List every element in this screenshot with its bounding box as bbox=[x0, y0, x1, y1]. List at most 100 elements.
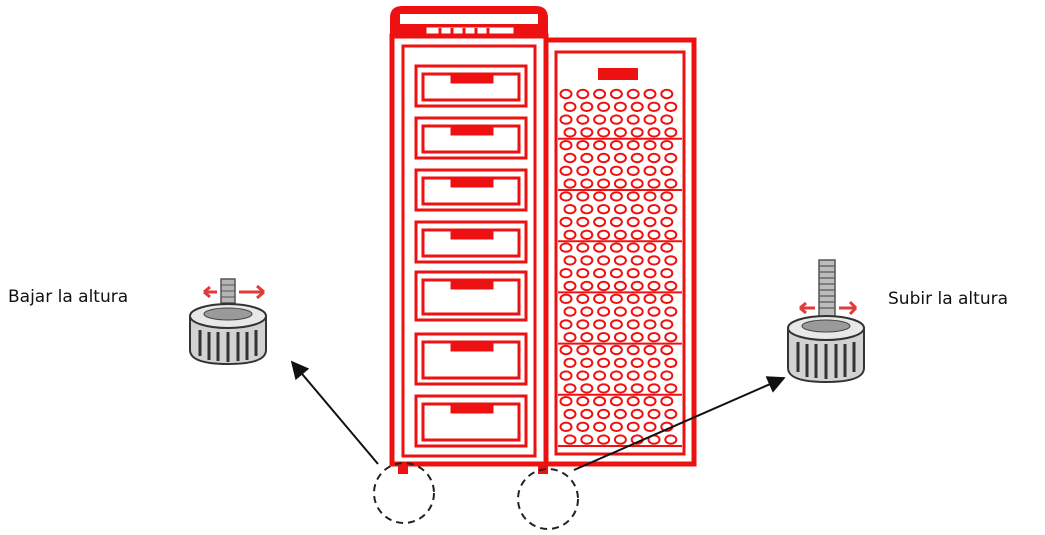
bottle-slot bbox=[597, 229, 611, 241]
bottle-slot bbox=[626, 319, 640, 330]
bottle-slot bbox=[597, 332, 611, 343]
bottle-slot bbox=[626, 165, 640, 177]
bottle-slot bbox=[580, 101, 594, 113]
adjustable-foot-raised-icon bbox=[787, 259, 865, 384]
bottle-slot bbox=[613, 255, 627, 266]
bottle-slot bbox=[593, 319, 607, 330]
bottle-slot bbox=[664, 280, 678, 292]
bottle-slot bbox=[647, 152, 661, 164]
bottle-slot bbox=[593, 242, 607, 253]
bottle-slot bbox=[563, 204, 577, 215]
bottle-slot bbox=[630, 229, 644, 241]
bottle-slot bbox=[576, 293, 590, 304]
bottle-slot bbox=[563, 255, 577, 266]
bottle-slot bbox=[593, 165, 607, 177]
bottle-slot bbox=[613, 152, 627, 164]
bottle-slot bbox=[593, 344, 607, 356]
bottle-slot bbox=[597, 152, 611, 164]
bottle-slot bbox=[660, 370, 674, 381]
bottle-slot bbox=[559, 88, 573, 100]
bottle-slot bbox=[630, 178, 644, 189]
bottle-slot bbox=[626, 370, 640, 381]
bottle-slot bbox=[664, 332, 678, 343]
bottle-slot bbox=[664, 357, 678, 368]
bottle-slot bbox=[630, 408, 644, 420]
bottle-slot bbox=[660, 268, 674, 279]
bottle-slot bbox=[609, 370, 623, 381]
bottle-slot bbox=[660, 88, 674, 100]
bottle-slot bbox=[643, 216, 657, 228]
bottle-slot bbox=[580, 152, 594, 164]
bottle-slot bbox=[626, 396, 640, 407]
bottle-slot bbox=[609, 396, 623, 407]
bottle-slot bbox=[563, 434, 577, 445]
bottle-slot bbox=[613, 229, 627, 241]
bottle-slot bbox=[593, 114, 607, 125]
bottle-slot bbox=[593, 140, 607, 151]
bottle-slot bbox=[613, 357, 627, 368]
bottle-slot bbox=[613, 306, 627, 317]
bottle-slot bbox=[613, 434, 627, 445]
bottle-slot bbox=[630, 357, 644, 368]
bottle-slot bbox=[609, 165, 623, 177]
bottle-slot bbox=[647, 255, 661, 266]
bottle-slot bbox=[559, 268, 573, 279]
bottle-slot bbox=[609, 293, 623, 304]
bottle-slot bbox=[593, 421, 607, 432]
bottle-slot bbox=[643, 140, 657, 151]
bottle-slot bbox=[630, 383, 644, 394]
bottle-slot bbox=[613, 332, 627, 343]
bottle-slot bbox=[576, 242, 590, 253]
bottle-slot bbox=[593, 88, 607, 100]
raise-height-label: Subir la altura bbox=[888, 289, 1009, 309]
bottle-slot bbox=[626, 344, 640, 356]
bottle-slot bbox=[664, 255, 678, 266]
bottle-slot bbox=[643, 242, 657, 253]
bottle-slot bbox=[664, 434, 678, 445]
bottle-slot bbox=[580, 280, 594, 292]
bottle-slot bbox=[597, 306, 611, 317]
bottle-slot bbox=[664, 178, 678, 189]
bottle-slot bbox=[580, 332, 594, 343]
bottle-slot bbox=[580, 204, 594, 215]
bottle-slot bbox=[630, 255, 644, 266]
bottle-slot bbox=[630, 280, 644, 292]
bottle-slot bbox=[559, 242, 573, 253]
bottle-slot bbox=[559, 293, 573, 304]
bottle-slot bbox=[559, 216, 573, 228]
bottle-slot bbox=[563, 408, 577, 420]
bottle-slot bbox=[576, 191, 590, 202]
bottle-slot bbox=[576, 421, 590, 432]
bottle-slot bbox=[576, 268, 590, 279]
bottle-slot bbox=[580, 255, 594, 266]
bottle-slot bbox=[647, 229, 661, 241]
bottle-slot bbox=[597, 357, 611, 368]
bottle-slot bbox=[609, 344, 623, 356]
bottle-slot bbox=[597, 127, 611, 138]
bottle-slot bbox=[597, 178, 611, 189]
bottle-slot bbox=[626, 268, 640, 279]
bottle-slot bbox=[626, 421, 640, 432]
bottle-slot bbox=[576, 370, 590, 381]
bottle-slot bbox=[576, 319, 590, 330]
bottle-slot bbox=[613, 101, 627, 113]
bottle-slot bbox=[613, 383, 627, 394]
bottle-slot bbox=[626, 88, 640, 100]
arrow-to-lower-foot bbox=[290, 360, 379, 465]
bottle-slot bbox=[647, 204, 661, 215]
bottle-slot bbox=[563, 383, 577, 394]
bottle-slot bbox=[647, 408, 661, 420]
bottle-slot bbox=[593, 216, 607, 228]
bottle-slot bbox=[576, 216, 590, 228]
bottle-slot bbox=[664, 383, 678, 394]
bottle-slot bbox=[609, 216, 623, 228]
bottle-slot bbox=[563, 152, 577, 164]
bottle-slot bbox=[597, 408, 611, 420]
bottle-slot bbox=[580, 383, 594, 394]
dashed-circle-icon bbox=[373, 462, 435, 524]
bottle-slot bbox=[580, 229, 594, 241]
bottle-slot bbox=[563, 101, 577, 113]
bottle-slot bbox=[563, 229, 577, 241]
bottle-slot bbox=[613, 280, 627, 292]
bottle-slot bbox=[664, 127, 678, 138]
